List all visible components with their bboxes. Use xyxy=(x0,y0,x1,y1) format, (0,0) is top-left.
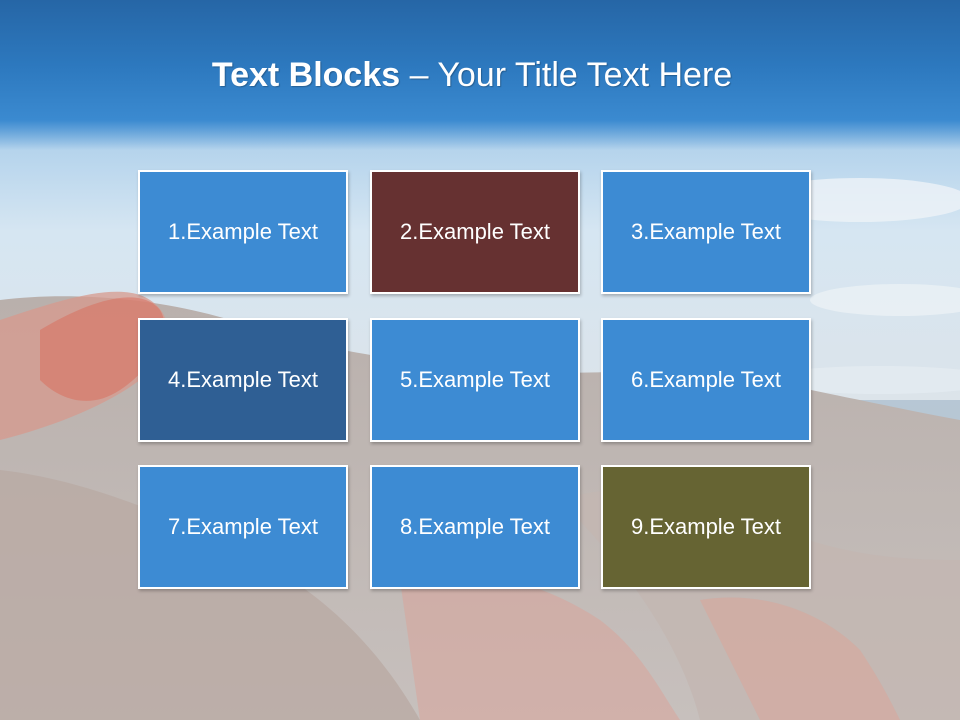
text-block-9[interactable]: 9.Example Text xyxy=(601,465,811,589)
text-block-label: 3.Example Text xyxy=(630,219,781,244)
text-block-label: 8.Example Text xyxy=(399,514,550,539)
title-bold-text: Text Blocks xyxy=(211,56,401,94)
text-block-label: 2.Example Text xyxy=(399,219,550,244)
text-block-6[interactable]: 6.Example Text xyxy=(601,318,811,442)
title-band xyxy=(0,0,960,150)
text-block-label: 1.Example Text xyxy=(167,219,318,244)
text-block-label: 9.Example Text xyxy=(630,514,781,539)
text-block-label: 4.Example Text xyxy=(167,367,318,392)
text-block-2[interactable]: 2.Example Text xyxy=(370,170,580,294)
title-dash: – xyxy=(400,56,438,94)
text-block-3[interactable]: 3.Example Text xyxy=(601,170,811,294)
text-block-label: 7.Example Text xyxy=(167,514,318,539)
text-block-4[interactable]: 4.Example Text xyxy=(138,318,348,442)
text-block-1[interactable]: 1.Example Text xyxy=(138,170,348,294)
text-block-7[interactable]: 7.Example Text xyxy=(138,465,348,589)
text-blocks-grid: 1.Example Text 2.Example Text 3.Example … xyxy=(138,170,816,594)
title-rest-text: Your Title Text Here xyxy=(437,56,733,94)
text-block-5[interactable]: 5.Example Text xyxy=(370,318,580,442)
text-block-label: 5.Example Text xyxy=(399,367,550,392)
text-block-8[interactable]: 8.Example Text xyxy=(370,465,580,589)
slide-title: Text Blocks – Your Title Text Here xyxy=(0,52,944,98)
text-block-label: 6.Example Text xyxy=(630,367,781,392)
